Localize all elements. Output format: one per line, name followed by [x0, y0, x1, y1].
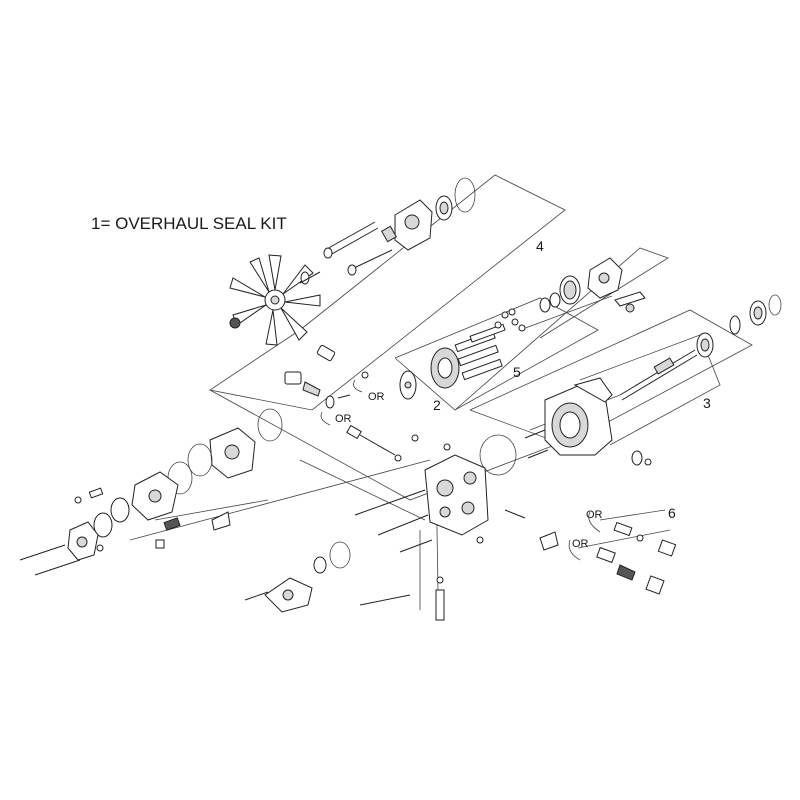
left-head-assembly-icon: [19, 408, 283, 576]
group-outline-lines: [129, 174, 753, 610]
fan-nut-icon: [229, 317, 241, 329]
manifold-block-icon: [354, 434, 559, 621]
callout-6: 6: [668, 505, 676, 521]
callout-5: 5: [513, 364, 521, 380]
valve-parts-icon: [284, 344, 402, 462]
pressure-valve-group-6-icon: [568, 511, 677, 595]
cooling-fan-icon: [229, 254, 321, 346]
piston-group-5-icon: [430, 308, 526, 389]
overhaul-seal-kit-title: 1= OVERHAUL SEAL KIT: [91, 214, 287, 233]
bottom-cover-icon: [244, 541, 351, 613]
crankshaft-group-3-icon: [619, 294, 782, 401]
swash-plate-group-2-icon: [399, 370, 417, 400]
callout-3: 3: [703, 395, 711, 411]
or-bracket-icon: [353, 379, 363, 393]
or-label: OR: [368, 391, 385, 403]
crankcase-housing-icon: [479, 377, 652, 476]
or-label: OR: [335, 413, 352, 425]
top-bearing-assembly-icon: [299, 177, 476, 285]
bearing-ring-group-4-icon: [539, 257, 646, 313]
or-label: OR: [586, 509, 603, 521]
callout-4: 4: [536, 238, 544, 254]
or-bracket-icon: [320, 411, 331, 426]
or-label: OR: [572, 538, 589, 550]
callout-2: 2: [433, 397, 441, 413]
